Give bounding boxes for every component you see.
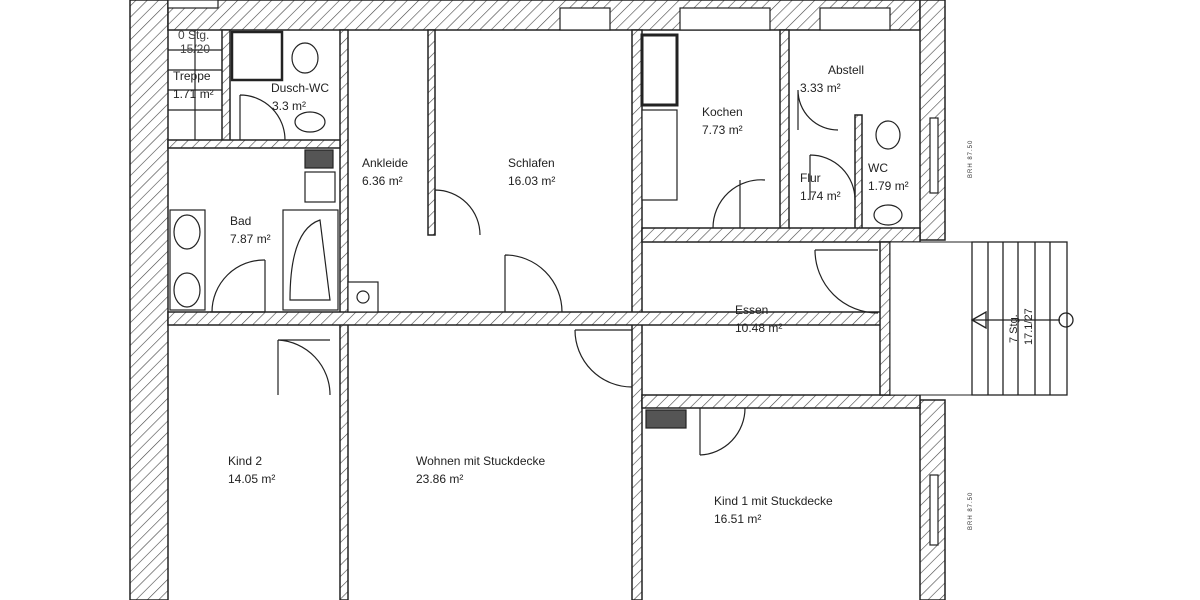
room-name-bad: Bad [230,214,252,228]
room-area-wc: 1.79 m² [868,179,909,193]
walls [129,0,946,600]
room-name-treppe: Treppe [173,69,211,83]
room-name-wc: WC [868,161,888,175]
wall [167,139,341,149]
room-name-dusch-wc: Dusch-WC [271,81,330,95]
wall [221,29,231,143]
wall [167,311,921,326]
fixtures [169,30,903,429]
exterior-stair-steps: 7 Stg. [1008,314,1020,343]
wall [779,29,790,231]
interior-stair [168,30,222,140]
room-area-flur: 1.74 m² [800,189,841,203]
sill-height-label: BRH 87.50 [968,139,974,178]
wall [879,241,891,396]
wall [854,114,863,231]
wall-north [167,0,921,31]
wall [641,227,921,243]
exterior-stair-ratio: 17.1/27 [1023,308,1035,345]
windows [167,0,939,546]
room-name-kind-1: Kind 1 mit Stuckdecke [714,494,833,508]
room-name-kind-2: Kind 2 [228,454,263,468]
stair-steps: 0 Stg. [178,28,210,42]
room-area-schlafen: 16.03 m² [508,174,556,188]
room-area-dusch-wc: 3.3 m² [272,99,307,113]
sill-height-label: BRH 87.50 [968,491,974,530]
room-area-essen: 10.48 m² [735,321,783,335]
room-name-schlafen: Schlafen [508,156,555,170]
room-area-kind-1: 16.51 m² [714,512,762,526]
room-area-kind-2: 14.05 m² [228,472,276,486]
wall [427,29,436,236]
room-area-wohnen: 23.86 m² [416,472,464,486]
room-name-abstell: Abstell [828,63,865,77]
room-name-ankleide: Ankleide [362,156,409,170]
room-name-flur: Flur [800,171,821,185]
room-name-wohnen: Wohnen mit Stuckdecke [416,454,546,468]
stair-ratio: 15/20 [180,42,211,56]
room-name-essen: Essen [735,303,769,317]
room-area-kochen: 7.73 m² [702,123,743,137]
room-area-bad: 7.87 m² [230,232,271,246]
exterior-stair [970,241,1074,396]
doors [210,89,879,456]
room-area-ankleide: 6.36 m² [362,174,403,188]
room-name-kochen: Kochen [702,105,743,119]
wall-west [129,0,169,600]
room-area-treppe: 1.71 m² [173,87,214,101]
rooms-clear [889,241,973,396]
room-area-abstell: 3.33 m² [800,81,841,95]
wall [641,394,921,409]
